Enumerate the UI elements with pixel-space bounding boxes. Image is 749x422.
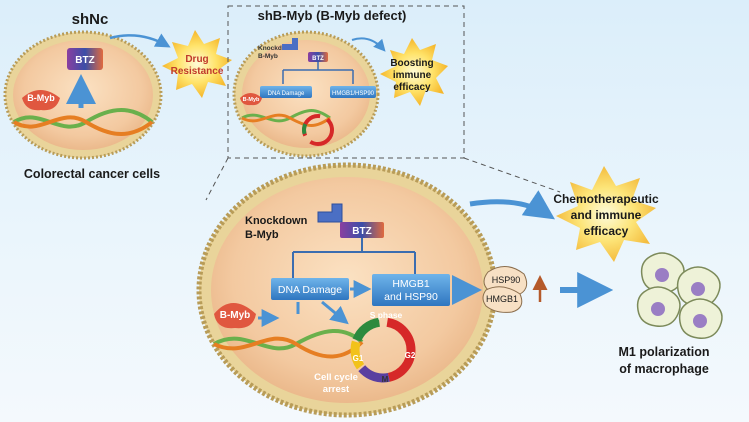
cycle-s-phase-label: S phase <box>370 310 403 320</box>
defect-cycle-ring-g1 <box>302 114 334 146</box>
defect-dna-damage-label: DNA Damage <box>268 91 305 97</box>
detail-btz-box <box>340 222 384 238</box>
defect-hmgb1-box <box>330 86 376 98</box>
defect-bmyb-protein <box>240 93 262 106</box>
detail-bmyb-label: B-Myb <box>220 310 251 321</box>
detail-btz-label: BTZ <box>352 226 371 237</box>
defect-dna-damage-box <box>260 86 312 98</box>
control-panel: shNc BTZ B-Myb Colorectal cancer cells <box>3 11 163 181</box>
detail-btz-branches <box>292 238 416 278</box>
defect-panel-frame <box>227 5 465 159</box>
chemo-burst: Chemotherapeutic and immune efficacy <box>553 166 659 262</box>
detail-dna-damage-label: DNA Damage <box>278 284 342 296</box>
hmgb1-blob <box>482 286 523 313</box>
immune-efficacy-line1: Boosting <box>390 58 433 69</box>
immune-efficacy-burst: Boosting immune efficacy <box>380 38 448 106</box>
zoom-line-left <box>205 157 229 201</box>
immune-efficacy-line3: efficacy <box>393 82 431 93</box>
control-btz-label: BTZ <box>75 55 94 66</box>
macrophage-4 <box>678 298 723 339</box>
cycle-g2-arc <box>350 317 416 383</box>
chemo-arrow <box>469 190 555 220</box>
detail-knockdown-line1: Knockdown <box>245 215 308 227</box>
cycle-m-arc <box>350 317 416 383</box>
defect-bmyb-label: B-Myb <box>243 97 260 103</box>
drug-resistance-line2: Resistance <box>171 66 224 77</box>
cycle-g2-label: G2 <box>405 351 416 360</box>
detail-panel: Knockdown B-Myb BTZ DNA Damage HMGB1 and… <box>196 162 498 418</box>
defect-btz-branches <box>282 62 354 84</box>
immune-arrow <box>351 37 386 52</box>
drug-resistance-burst: Drug Resistance <box>162 30 232 98</box>
control-dna-strand-b <box>12 115 154 136</box>
detail-dna-damage-box <box>271 278 349 300</box>
hmgb1-label: HMGB1 <box>486 294 518 304</box>
detail-scissors-icon <box>317 203 343 223</box>
control-bmyb-label: B-Myb <box>27 93 55 103</box>
detail-dna-strand-b <box>213 336 364 359</box>
defect-title: shB-Myb (B-Myb defect) <box>258 8 407 23</box>
defect-btz-box <box>308 52 328 62</box>
damage-to-cycle-arrow <box>321 300 349 325</box>
cell-cycle-wheel: S phase G1 M G2 <box>350 310 416 384</box>
control-btz-box <box>67 48 103 70</box>
chemo-line2: and immune <box>571 208 642 222</box>
resistance-arrow <box>109 33 171 48</box>
hsp90-label: HSP90 <box>492 275 521 285</box>
detail-arrest-line2: arrest <box>323 384 350 395</box>
chemo-line3: efficacy <box>584 224 629 238</box>
detail-knockdown-line2: B-Myb <box>245 229 279 241</box>
zoom-line-right <box>463 157 561 193</box>
macrophage-cluster <box>636 252 723 339</box>
cycle-m-label: M <box>382 375 389 384</box>
macrophage-caption-line2: of macrophage <box>619 362 709 376</box>
macrophage-1 <box>640 252 685 293</box>
defect-knockdown-line2: B-Myb <box>258 53 278 60</box>
macrophage-caption-line1: M1 polarization <box>619 345 710 359</box>
released-proteins: HSP90 HMGB1 <box>482 266 548 313</box>
immune-efficacy-line2: immune <box>393 70 432 81</box>
control-title: shNc <box>72 11 109 28</box>
drug-resistance-line1: Drug <box>185 54 208 65</box>
control-caption: Colorectal cancer cells <box>24 167 160 181</box>
cycle-s-phase-arc <box>350 317 416 383</box>
defect-dna-strand-b <box>241 113 331 127</box>
cycle-g1-label: G1 <box>353 354 364 363</box>
detail-arrest-line1: Cell cycle <box>314 372 358 383</box>
chemo-line1: Chemotherapeutic <box>553 192 659 206</box>
detail-hmgb1-line1: HMGB1 <box>392 278 430 290</box>
defect-knockdown-line1: Knockdown <box>258 45 295 52</box>
defect-panel: shB-Myb (B-Myb defect) Knockdown B-Myb B… <box>232 8 407 158</box>
defect-hmgb1-label: HMGB1/HSP90 <box>332 91 375 97</box>
defect-scissors-icon <box>282 38 298 50</box>
detail-hmgb1-box <box>372 274 450 306</box>
defect-btz-label: BTZ <box>312 56 324 62</box>
control-bmyb-protein <box>22 90 60 111</box>
detail-hmgb1-line2: and HSP90 <box>384 291 438 303</box>
macrophage-3 <box>636 286 681 327</box>
detail-bmyb-protein <box>214 303 256 329</box>
